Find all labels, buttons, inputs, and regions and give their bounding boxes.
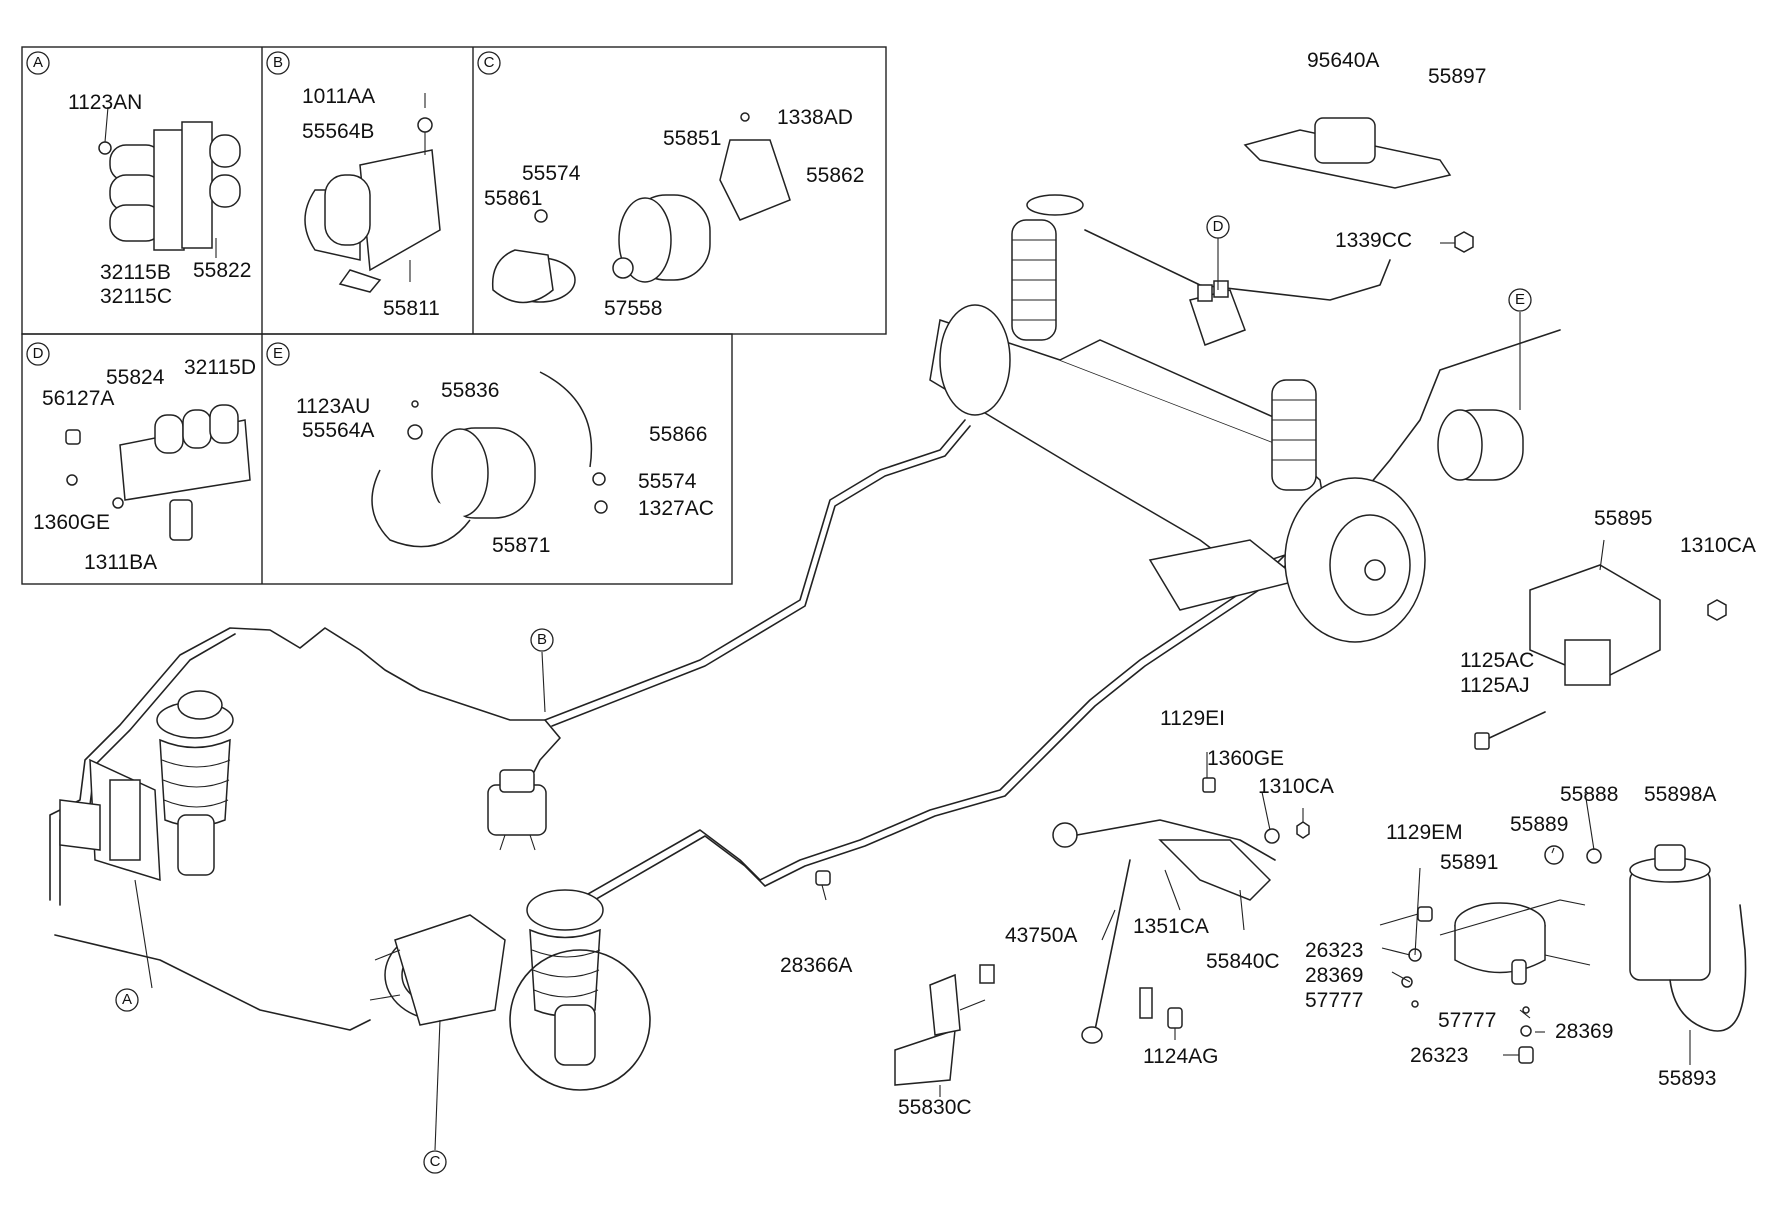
sensor-bracket-55830c bbox=[894, 964, 995, 1086]
part-label-55866: 55866 bbox=[649, 423, 708, 446]
bolt-1125ac bbox=[1474, 711, 1546, 750]
part-label-1125ac: 1125AC bbox=[1460, 649, 1535, 672]
reservoir bbox=[1629, 844, 1747, 1032]
part-label-55888: 55888 bbox=[1560, 783, 1619, 806]
part-label-1011aa: 1011AA bbox=[302, 85, 376, 108]
panel-a-letter: A bbox=[32, 54, 43, 71]
part-label-28366a: 28366A bbox=[780, 954, 853, 977]
part-label-55822: 55822 bbox=[193, 259, 252, 282]
part-label-55836: 55836 bbox=[441, 379, 500, 402]
part-label-55564a: 55564A bbox=[302, 419, 375, 442]
part-label-1360ge-main: 1360GE bbox=[1207, 747, 1285, 770]
panel-b-letter: B bbox=[272, 54, 283, 71]
rear-subframe bbox=[929, 304, 1331, 611]
part-label-55840c: 55840C bbox=[1206, 950, 1280, 973]
part-label-1310ca: 1310CA bbox=[1680, 534, 1756, 557]
part-label-1310ca-main: 1310CA bbox=[1258, 775, 1334, 798]
part-label-55889: 55889 bbox=[1510, 813, 1569, 836]
rear-accumulator bbox=[1437, 409, 1524, 481]
abs-modulator-illustration bbox=[304, 93, 441, 293]
part-label-1129em: 1129EM bbox=[1386, 821, 1463, 844]
part-label-1338ad: 1338AD bbox=[777, 106, 853, 129]
callout-e: E bbox=[1514, 291, 1525, 308]
part-label-57558: 57558 bbox=[604, 297, 663, 320]
part-label-55830c: 55830C bbox=[898, 1096, 972, 1119]
callout-d: D bbox=[1212, 218, 1224, 235]
part-label-28369: 28369 bbox=[1305, 964, 1364, 987]
height-sensor bbox=[1052, 819, 1276, 1044]
part-label-1123au: 1123AU bbox=[296, 395, 371, 418]
panel-c-letter: C bbox=[483, 54, 495, 71]
part-label-1129ei: 1129EI bbox=[1160, 707, 1225, 730]
part-label-55897: 55897 bbox=[1428, 65, 1487, 88]
part-label-55895: 55895 bbox=[1594, 507, 1653, 530]
part-label-56127a: 56127A bbox=[42, 387, 115, 410]
part-label-1339cc: 1339CC bbox=[1335, 229, 1413, 252]
abs-unit-front bbox=[59, 758, 161, 882]
part-label-26323-b: 26323 bbox=[1410, 1044, 1469, 1067]
part-label-55898a: 55898A bbox=[1644, 783, 1717, 806]
part-label-55893: 55893 bbox=[1658, 1067, 1717, 1090]
part-label-55574: 55574 bbox=[522, 162, 581, 185]
part-label-55811: 55811 bbox=[383, 297, 440, 320]
part-label-55871: 55871 bbox=[492, 534, 551, 557]
part-label-32115c: 32115C bbox=[100, 285, 173, 308]
callout-b: B bbox=[536, 631, 547, 648]
abs-modulator-main bbox=[487, 769, 547, 851]
small-hardware bbox=[815, 777, 1602, 1064]
part-label-1123an: 1123AN bbox=[68, 91, 143, 114]
part-label-32115d: 32115D bbox=[184, 356, 257, 379]
part-label-55564b: 55564B bbox=[302, 120, 375, 143]
filter-bracket bbox=[1439, 899, 1591, 985]
part-label-32115b: 32115B bbox=[100, 261, 171, 284]
part-label-1360ge: 1360GE bbox=[33, 511, 111, 534]
leader-lines bbox=[134, 238, 1691, 1151]
g-sensor bbox=[1243, 117, 1474, 253]
inset-panel-frames bbox=[21, 46, 887, 585]
part-label-1351ca: 1351CA bbox=[1133, 915, 1209, 938]
accumulator-band-illustration bbox=[371, 371, 608, 548]
callout-circles bbox=[26, 51, 1532, 1174]
front-right-strut bbox=[509, 889, 651, 1091]
part-label-55861: 55861 bbox=[484, 187, 543, 210]
valve-assembly-illustration bbox=[65, 404, 251, 541]
callout-c: C bbox=[429, 1153, 441, 1170]
valve-block-illustration bbox=[98, 106, 241, 258]
part-label-55851: 55851 bbox=[663, 127, 722, 150]
part-label-55891: 55891 bbox=[1440, 851, 1499, 874]
part-label-1125aj: 1125AJ bbox=[1460, 674, 1530, 697]
part-label-26323: 26323 bbox=[1305, 939, 1364, 962]
part-label-55824: 55824 bbox=[106, 366, 165, 389]
callout-a: A bbox=[121, 991, 132, 1008]
part-label-57777-b: 57777 bbox=[1438, 1009, 1497, 1032]
valve-block-rear bbox=[1189, 280, 1246, 346]
part-label-55862: 55862 bbox=[806, 164, 865, 187]
part-label-55574-e: 55574 bbox=[638, 470, 697, 493]
hydraulic-pump bbox=[369, 914, 506, 1026]
rear-springs bbox=[1011, 194, 1317, 491]
front-left-strut bbox=[156, 690, 234, 876]
panel-e-letter: E bbox=[272, 345, 283, 362]
part-label-43750a: 43750A bbox=[1005, 924, 1078, 947]
part-label-1311ba: 1311BA bbox=[84, 551, 158, 574]
part-label-1327ac: 1327AC bbox=[638, 497, 714, 520]
rear-brake-disc bbox=[1284, 477, 1426, 643]
part-label-57777: 57777 bbox=[1305, 989, 1364, 1012]
part-label-95640a: 95640A bbox=[1307, 49, 1380, 72]
part-label-28369-b: 28369 bbox=[1555, 1020, 1614, 1043]
panel-d-letter: D bbox=[32, 345, 44, 362]
accumulator-illustration bbox=[491, 112, 791, 304]
mounting-bracket bbox=[1529, 564, 1727, 686]
part-label-1124ag: 1124AG bbox=[1143, 1045, 1219, 1068]
